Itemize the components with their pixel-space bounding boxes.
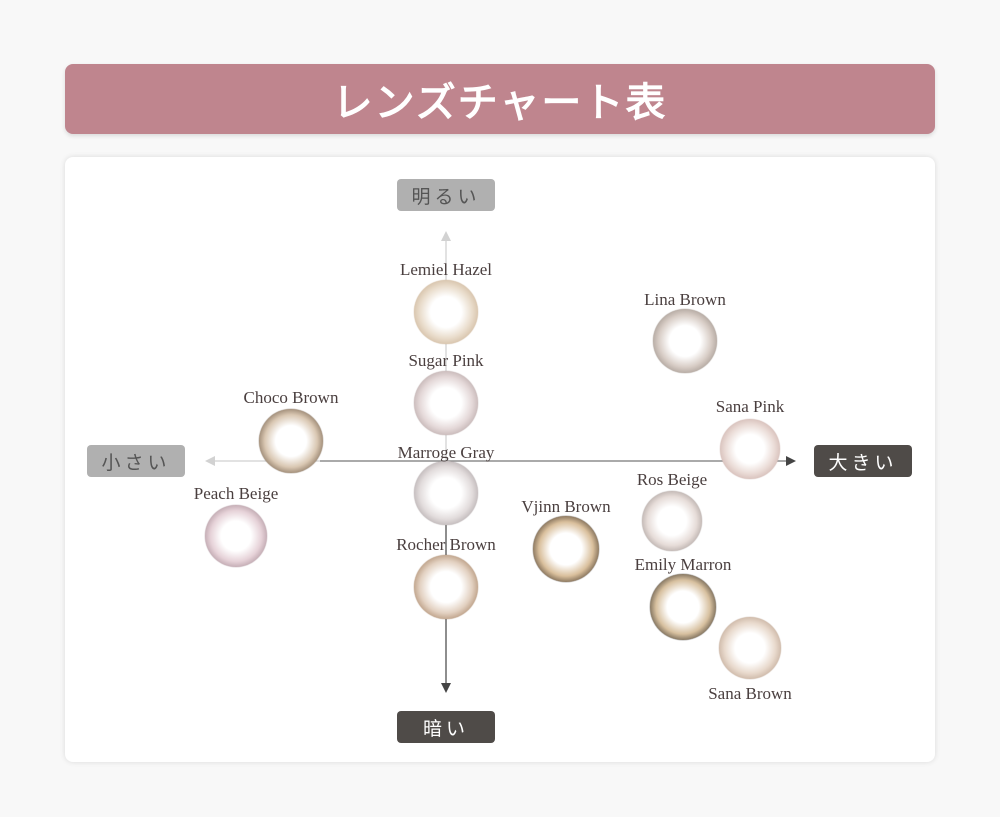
lens-label-sana-pink: Sana Pink: [715, 397, 785, 416]
lens-lina-brown: [653, 309, 717, 373]
axis-up-arrowhead: [441, 231, 451, 241]
lens-peach-beige: [205, 505, 267, 567]
lens-sugar-pink: [414, 371, 478, 435]
lens-label-lemiel-hazel: Lemiel Hazel: [399, 260, 493, 279]
lens-label-vjinn-brown: Vjinn Brown: [521, 497, 611, 516]
page-title: レンズチャート表: [332, 79, 668, 126]
axis-label-small-text: 小さい: [101, 451, 171, 474]
lens-ros-beige: [642, 491, 702, 551]
lens-sana-pink: [720, 419, 780, 479]
axis-label-large-text: 大きい: [828, 451, 898, 474]
lens-label-ros-beige: Ros Beige: [636, 470, 708, 489]
lens-label-sugar-pink: Sugar Pink: [408, 351, 484, 370]
lens-lemiel-hazel: [414, 280, 478, 344]
lens-label-lina-brown: Lina Brown: [644, 290, 726, 309]
lens-label-rocher-brown: Rocher Brown: [396, 535, 496, 554]
lens-choco-brown: [259, 409, 323, 473]
axis-label-bright: 明るい: [397, 179, 495, 211]
lens-label-marroge-gray: Marroge Gray: [397, 443, 495, 462]
lens-sana-brown: [719, 617, 781, 679]
axis-label-small: 小さい: [87, 445, 185, 477]
axis-label-large: 大きい: [814, 445, 912, 477]
axis-label-bright-text: 明るい: [411, 185, 481, 208]
lens-label-choco-brown: Choco Brown: [243, 388, 339, 407]
title-banner: レンズチャート表: [65, 64, 935, 134]
axis-down-arrowhead: [441, 683, 451, 693]
lens-marroge-gray: [414, 461, 478, 525]
axis-label-dark-text: 暗い: [422, 717, 469, 740]
lens-rocher-brown: [414, 555, 478, 619]
lens-label-emily-marron: Emily Marron: [634, 555, 732, 574]
axis-label-dark: 暗い: [397, 711, 495, 743]
lens-vjinn-brown: [533, 516, 599, 582]
lens-label-peach-beige: Peach Beige: [193, 484, 279, 503]
lens-label-sana-brown: Sana Brown: [708, 684, 792, 703]
axis-right-arrowhead: [786, 456, 796, 466]
lens-emily-marron: [650, 574, 716, 640]
axis-left-arrowhead: [205, 456, 215, 466]
